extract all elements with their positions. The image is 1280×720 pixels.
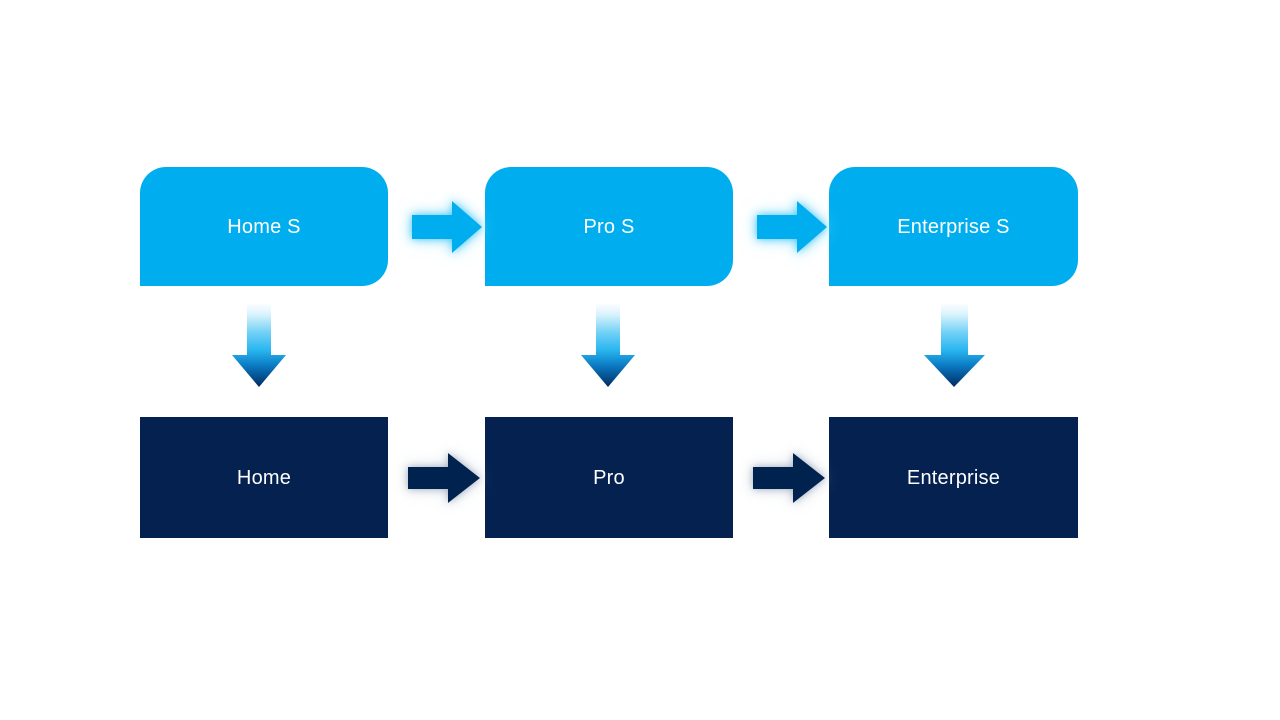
arrow-right-icon — [408, 453, 480, 503]
node-enterprise-s-label: Enterprise S — [897, 215, 1010, 238]
arrow-down-icon-pro-s-to-pro — [577, 303, 639, 393]
node-pro-s-label: Pro S — [583, 215, 635, 238]
arrow-right-icon-pro-s-to-enterprise-s — [749, 193, 833, 261]
node-enterprise-s[interactable]: Enterprise S — [829, 167, 1078, 286]
arrow-right-icon — [757, 201, 827, 253]
arrow-right-icon — [412, 201, 482, 253]
node-home-label: Home — [236, 466, 292, 489]
arrow-down-icon — [581, 303, 635, 387]
arrow-right-icon-pro-to-enterprise — [745, 445, 833, 511]
arrow-right-icon-home-s-to-pro-s — [404, 193, 488, 261]
arrow-down-icon — [924, 303, 985, 387]
node-home-s[interactable]: Home S — [140, 167, 388, 286]
arrow-right-icon-home-to-pro — [400, 445, 488, 511]
node-pro[interactable]: Pro — [485, 417, 733, 538]
node-pro-s[interactable]: Pro S — [485, 167, 733, 286]
arrow-right-icon — [753, 453, 825, 503]
node-enterprise[interactable]: Enterprise — [829, 417, 1078, 538]
arrow-down-icon — [232, 303, 286, 387]
arrow-down-icon-home-s-to-home — [228, 303, 290, 393]
node-home-s-label: Home S — [227, 215, 301, 238]
node-home[interactable]: Home — [140, 417, 388, 538]
node-enterprise-label: Enterprise — [906, 466, 1001, 489]
arrow-down-icon-enterprise-s-to-enterprise — [921, 303, 989, 393]
node-pro-label: Pro — [593, 466, 625, 489]
